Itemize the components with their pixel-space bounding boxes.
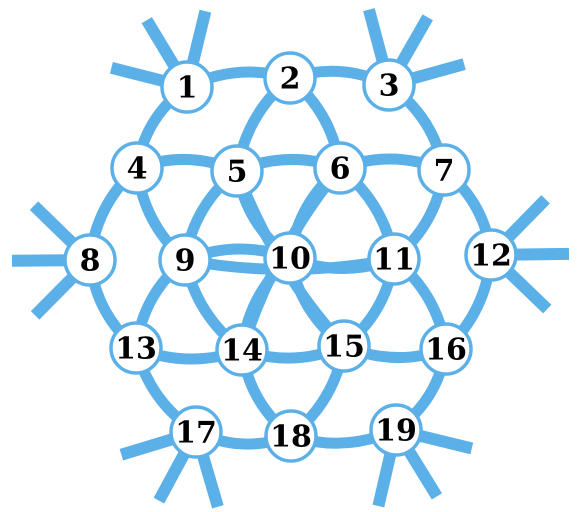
spike-17-3: [119, 432, 178, 461]
spike-1-1: [109, 61, 169, 88]
spike-8-3: [29, 201, 80, 250]
spike-12-2: [511, 247, 570, 261]
node-19-circle: [369, 403, 423, 457]
node-11-label: 11: [373, 243, 415, 278]
node-4-label: 4: [127, 152, 148, 187]
spike-3-3: [407, 58, 466, 86]
node-9-circle: [158, 233, 212, 287]
node-2-circle: [263, 51, 317, 105]
node-19: 19: [369, 403, 423, 457]
node-10: 10: [263, 231, 317, 285]
node-6-circle: [313, 141, 367, 195]
node-17-label: 17: [175, 416, 217, 451]
node-12-circle: [464, 228, 518, 282]
node-2: 2: [263, 51, 317, 105]
node-18: 18: [264, 409, 318, 463]
node-7-circle: [417, 143, 471, 197]
node-1: 1: [160, 60, 214, 114]
spike-12-1: [501, 195, 550, 245]
node-7-label: 7: [434, 154, 455, 189]
spike-8-2: [11, 254, 70, 267]
node-7: 7: [417, 143, 471, 197]
node-1-label: 1: [177, 71, 198, 106]
node-13-circle: [109, 321, 163, 375]
node-8-label: 8: [80, 244, 101, 279]
spike-1-2: [141, 17, 182, 73]
node-2-label: 2: [280, 62, 301, 97]
node-14-circle: [215, 323, 269, 377]
node-3-label: 3: [379, 69, 400, 104]
node-10-label: 10: [269, 242, 311, 277]
node-16-label: 16: [425, 333, 467, 368]
node-6: 6: [313, 141, 367, 195]
node-15-label: 15: [323, 330, 365, 365]
spike-19-2: [401, 444, 443, 500]
spike-17-1: [196, 450, 224, 509]
node-10-circle: [263, 231, 317, 285]
node-13: 13: [109, 321, 163, 375]
node-3: 3: [362, 58, 416, 112]
node-16-circle: [419, 322, 473, 376]
spike-19-3: [372, 449, 398, 508]
spike-12-3: [501, 265, 552, 314]
node-5: 5: [210, 144, 264, 198]
node-4-circle: [110, 141, 164, 195]
node-9: 9: [158, 233, 212, 287]
node-14-label: 14: [221, 334, 263, 369]
spike-8-1: [30, 270, 80, 320]
node-5-label: 5: [227, 155, 248, 190]
spikes-layer: [11, 8, 570, 509]
node-16: 16: [419, 322, 473, 376]
node-9-label: 9: [175, 244, 196, 279]
node-12-label: 12: [470, 239, 512, 274]
node-8: 8: [63, 233, 117, 287]
node-14: 14: [215, 323, 269, 377]
spike-3-1: [363, 8, 390, 67]
spike-17-2: [153, 447, 192, 504]
node-8-circle: [63, 233, 117, 287]
node-15: 15: [317, 319, 371, 373]
spike-1-3: [186, 9, 212, 69]
node-3-circle: [362, 58, 416, 112]
node-17-circle: [169, 405, 223, 459]
node-18-circle: [264, 409, 318, 463]
node-18-label: 18: [270, 420, 312, 455]
spike-19-1: [414, 429, 474, 455]
spike-3-2: [394, 14, 433, 70]
node-19-label: 19: [375, 414, 417, 449]
node-5-circle: [210, 144, 264, 198]
node-17: 17: [169, 405, 223, 459]
node-13-label: 13: [115, 332, 157, 367]
node-15-circle: [317, 319, 371, 373]
node-1-circle: [160, 60, 214, 114]
node-6-label: 6: [330, 152, 351, 187]
node-11: 11: [367, 232, 421, 286]
node-12: 12: [464, 228, 518, 282]
node-11-circle: [367, 232, 421, 286]
node-4: 4: [110, 141, 164, 195]
